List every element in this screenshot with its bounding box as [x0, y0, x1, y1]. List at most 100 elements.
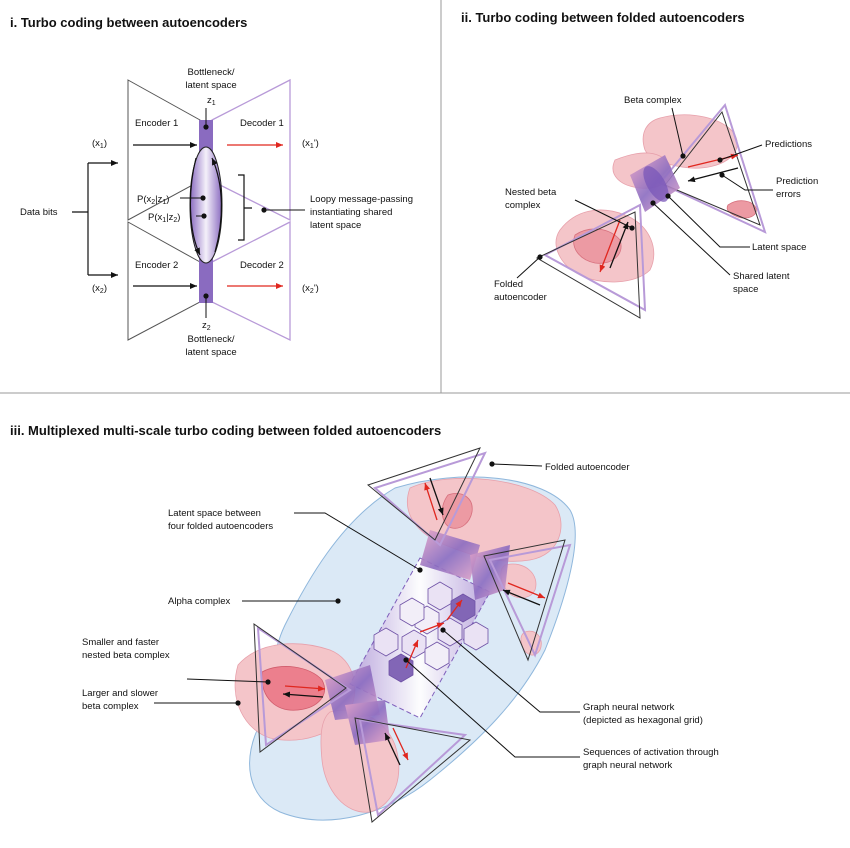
larger-slower-label-1: Larger and slower	[82, 688, 158, 699]
folded-ae-label-2: autoencoder	[494, 292, 547, 303]
z1-label: z1	[207, 95, 216, 107]
upper-triangle-lavender	[658, 102, 767, 234]
upper-triangle-dark	[664, 110, 761, 226]
hex-cell	[424, 641, 450, 671]
upper-neck	[420, 530, 480, 580]
shared-latent-core	[643, 166, 669, 202]
x2-label: (x2)	[92, 283, 107, 295]
panel-iii-title: iii. Multiplexed multi-scale turbo codin…	[10, 423, 441, 438]
prediction-errors-pointer	[719, 172, 773, 191]
bottom-red-arrow	[392, 727, 409, 761]
beta-complex-label: Beta complex	[624, 95, 682, 106]
folded-ae-pointer	[516, 254, 543, 279]
bottleneck-top-label-2: latent space	[185, 80, 236, 91]
latent-between-label-2: four folded autoencoders	[168, 521, 273, 532]
hex-cell	[463, 621, 489, 651]
top-triangle-dark	[366, 447, 481, 541]
p-x1-given-z2-label: P(x1|z2)	[148, 212, 180, 224]
data-bits-split-line	[72, 163, 89, 275]
nested-beta-label-1: Nested beta	[505, 187, 557, 198]
loopy-label-3: latent space	[310, 220, 361, 231]
shared-latent-pointer	[650, 200, 731, 276]
lower-triangle-lavender	[542, 203, 647, 312]
encoder-1-label: Encoder 1	[135, 118, 178, 129]
x2-prime-label: (x2')	[302, 283, 319, 295]
smaller-faster-label-2: nested beta complex	[82, 650, 170, 661]
predictions-label: Predictions	[765, 139, 812, 150]
activation-arrow-1	[405, 639, 419, 669]
decoder-2-shape	[211, 220, 291, 342]
sequences-pointer	[403, 657, 580, 758]
left-nested-blob	[261, 666, 325, 711]
loop-arrow-up	[211, 157, 222, 253]
latent-between-pointer	[294, 512, 423, 573]
lower-black-arrow	[609, 221, 629, 269]
latent-between-label-1: Latent space between	[168, 508, 261, 519]
folded-autoencoder-label: Folded autoencoder	[545, 462, 630, 473]
bottleneck-bottom-label-2: latent space	[185, 347, 236, 358]
loopy-label-2: instantiating shared	[310, 207, 392, 218]
lower-neck	[345, 700, 390, 745]
smaller-faster-pointer	[186, 678, 271, 685]
encoder-2-shape	[127, 221, 201, 341]
lower-red-arrow	[599, 219, 621, 273]
predictions-pointer	[717, 144, 763, 163]
top-triangle-lavender	[373, 451, 487, 547]
left-black-arrow	[282, 691, 324, 698]
latent-space-label: Latent space	[752, 242, 806, 253]
loopy-bracket	[238, 174, 252, 241]
bottom-triangle-lavender	[358, 718, 468, 817]
z2-dot	[203, 293, 209, 299]
right-triangle-dark	[483, 539, 566, 662]
bottom-triangle-dark	[354, 717, 472, 823]
nested-beta-pointer	[574, 199, 635, 231]
folded-ae-label-1: Folded	[494, 279, 523, 290]
panel-iii: iii. Multiplexed multi-scale turbo codin…	[10, 423, 719, 823]
hex-cell	[373, 627, 399, 657]
right-black-arrow	[502, 589, 541, 606]
activation-arrow-3	[446, 599, 463, 621]
z2-label: z2	[202, 320, 211, 332]
alpha-complex-label: Alpha complex	[168, 596, 231, 607]
data-bits-label: Data bits	[20, 207, 58, 218]
loopy-label-1: Loopy message-passing	[310, 194, 413, 205]
shared-latent-label-1: Shared latent	[733, 271, 790, 282]
decoder-2-label: Decoder 2	[240, 260, 284, 271]
top-black-arrow	[429, 477, 444, 516]
decoder-1-label: Decoder 1	[240, 118, 284, 129]
loop-arrow-down	[189, 157, 201, 256]
decoder-1-shape	[211, 78, 291, 222]
smaller-faster-label-1: Smaller and faster	[82, 637, 159, 648]
panel-i: i. Turbo coding between autoencoders Bot…	[10, 15, 413, 358]
hexagonal-grid	[373, 581, 489, 683]
gnn-label-1: Graph neural network	[583, 702, 675, 713]
gnn-pointer	[440, 627, 580, 713]
panel-i-title: i. Turbo coding between autoencoders	[10, 15, 247, 30]
right-red-arrow	[507, 582, 546, 599]
sequences-label-1: Sequences of activation through	[583, 747, 719, 758]
top-red-arrow	[424, 482, 438, 521]
hex-cell	[427, 581, 453, 611]
encoder-2-label: Encoder 2	[135, 260, 178, 271]
shared-latent-label-2: space	[733, 284, 758, 295]
p-x2-given-z1-label: P(x2|z1)	[137, 194, 169, 206]
bottleneck-top-label-1: Bottleneck/	[188, 67, 235, 78]
sequences-label-2: graph neural network	[583, 760, 672, 771]
gnn-label-2: (depicted as hexagonal grid)	[583, 715, 703, 726]
nested-beta-label-2: complex	[505, 200, 541, 211]
lower-triangle-dark	[535, 211, 641, 319]
left-triangle-dark	[253, 623, 347, 753]
x1-prime-label: (x1')	[302, 138, 319, 150]
latent-space-pointer	[665, 193, 750, 248]
left-red-arrow	[284, 685, 326, 692]
panel-ii: ii. Turbo coding between folded autoenco…	[461, 10, 818, 319]
bottleneck-bottom-label-1: Bottleneck/	[188, 334, 235, 345]
error-arrow	[687, 167, 739, 183]
prediction-errors-label-2: errors	[776, 189, 801, 200]
beta-complex-pointer	[671, 107, 686, 159]
panel-ii-title: ii. Turbo coding between folded autoenco…	[461, 10, 745, 25]
activation-arrow-2	[419, 622, 445, 633]
x1-label: (x1)	[92, 138, 107, 150]
hex-cell	[399, 597, 425, 627]
